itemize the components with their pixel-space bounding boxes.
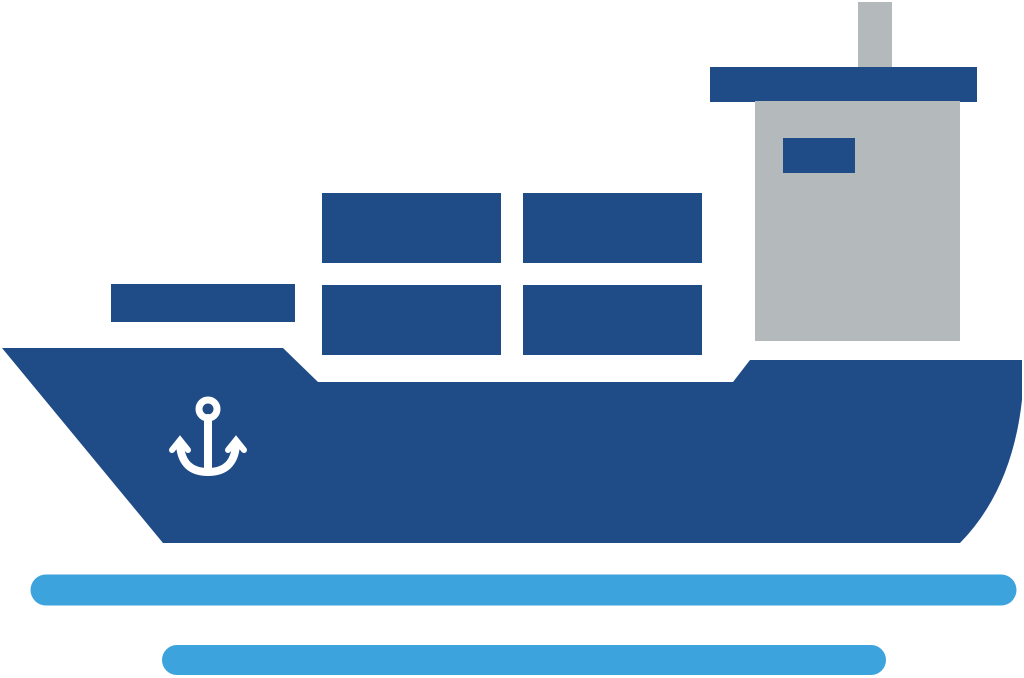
container-icon [322,193,501,263]
container-icon [322,285,501,355]
chimney [858,2,892,68]
container-icon [111,284,295,322]
container-icon [523,285,702,355]
bridge-roof [710,67,977,102]
bridge-tower [755,101,960,341]
ship-hull [2,348,1022,543]
bridge-window [783,138,855,173]
container-icon [523,193,702,263]
anchor-icon [169,396,247,477]
